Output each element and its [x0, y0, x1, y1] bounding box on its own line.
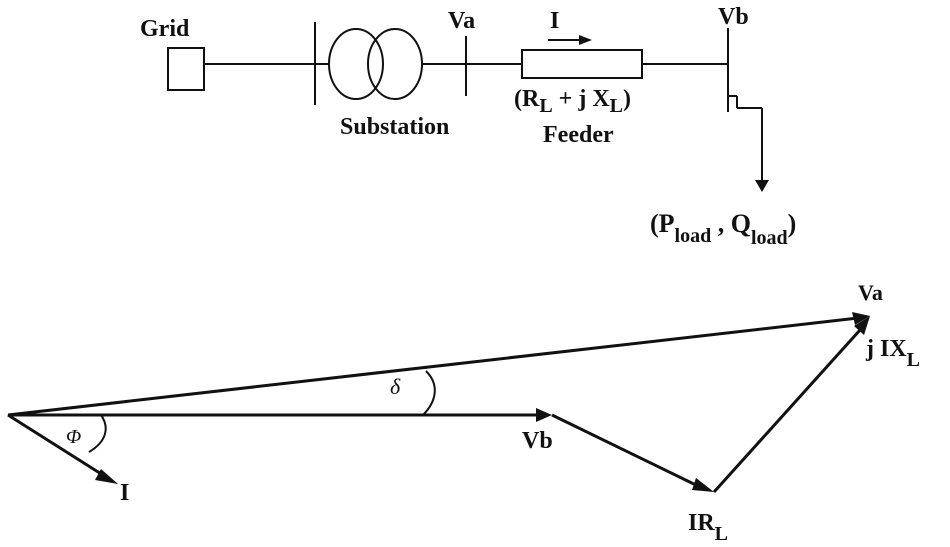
phasor-i-line: [7, 413, 107, 479]
load-arrow-head: [755, 180, 769, 192]
phasor-i-arrowhead: [95, 469, 118, 484]
phasor-irl-arrowhead: [692, 478, 714, 492]
delta-angle-label: δ: [390, 374, 401, 399]
feeder-label: Feeder: [543, 122, 614, 148]
transformer-primary-coil: [328, 28, 384, 100]
transformer-secondary-coil: [367, 28, 423, 100]
current-label: I: [550, 8, 559, 34]
grid-source-box: [167, 47, 205, 91]
substation-label: Substation: [340, 114, 449, 140]
feeder-impedance-box: [521, 49, 643, 79]
phasor-vb-label: Vb: [522, 428, 553, 454]
phasor-diagram: Va Vb I IRL j IXL δ Φ: [7, 280, 920, 545]
phasor-jixl-label: j IXL: [865, 336, 920, 371]
current-arrow-head: [579, 35, 592, 45]
phasor-va-arrowhead: [852, 312, 870, 325]
load-label: (Pload , Qload): [650, 209, 796, 249]
phi-angle-label: Φ: [66, 426, 81, 448]
phasor-va-label: Va: [858, 280, 883, 305]
feeder-impedance-label: (RL + j XL): [514, 86, 631, 117]
bus-vb-label: Vb: [718, 4, 749, 30]
phasor-vb-arrowhead: [536, 408, 552, 422]
phasor-jixl-arrowhead: [854, 316, 870, 335]
one-line-circuit: Grid Substation Va I (RL + j XL) Feeder …: [140, 4, 796, 249]
phasor-jixl-line: [712, 328, 862, 494]
delta-angle-arc: [422, 370, 436, 416]
phasor-irl-line: [551, 413, 701, 489]
grid-label: Grid: [140, 16, 190, 42]
phasor-i-label: I: [120, 480, 129, 506]
phasor-irl-label: IRL: [688, 510, 728, 545]
phasor-va-line: [7, 316, 859, 417]
bus-va-label: Va: [448, 8, 475, 34]
phi-angle-arc: [88, 414, 107, 453]
